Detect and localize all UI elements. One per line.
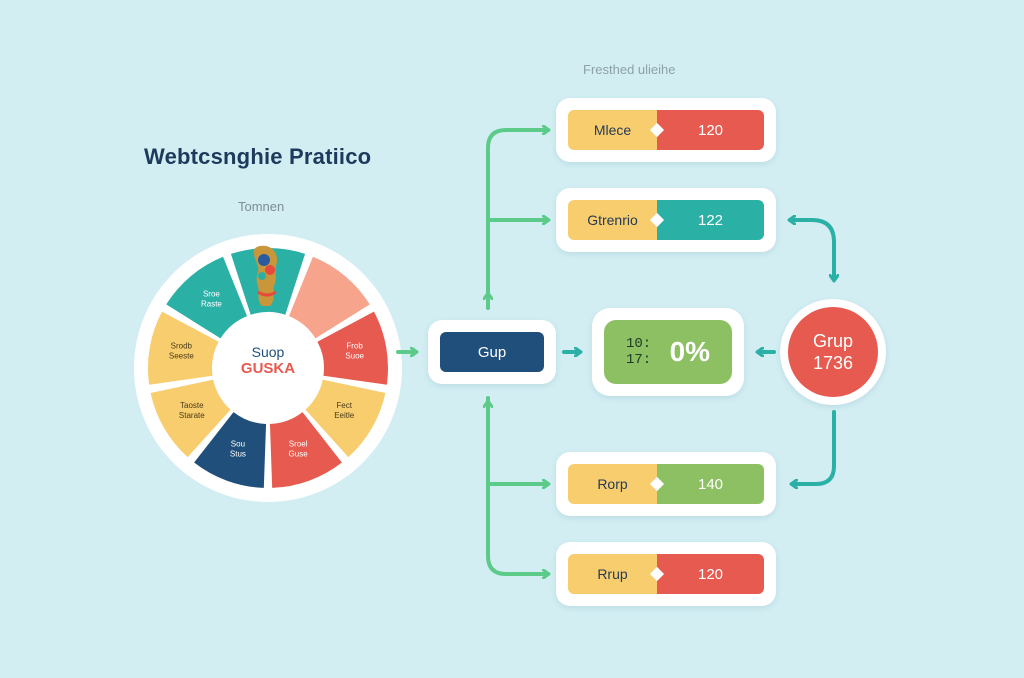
arrow-to-card-4 — [486, 396, 548, 574]
arrow-to-card-1 — [486, 130, 548, 310]
value-card-1[interactable]: Mlece 120 — [556, 98, 776, 162]
group-circle-line1: Grup — [812, 331, 854, 351]
wheel-center-line2: GUSKA — [240, 360, 296, 377]
trophy-logo-icon — [253, 245, 278, 306]
value-card-1-body: Mlece 120 — [568, 110, 764, 150]
value-card-2-value: 122 — [657, 200, 764, 240]
result-node-small-text: 10: 17: — [625, 336, 652, 368]
page-title: Webtcsnghie Pratiico — [144, 144, 372, 169]
group-node-label: Gup — [440, 332, 544, 372]
value-card-2-label: Gtrenrio — [568, 200, 657, 240]
value-card-3-body: Rorp 140 — [568, 464, 764, 504]
group-circle-node[interactable]: Grup 1736 — [780, 299, 886, 405]
wheel-segment[interactable] — [317, 311, 388, 385]
wheel-segment[interactable] — [305, 379, 386, 458]
value-card-4-label: Rrup — [568, 554, 657, 594]
page-subtitle: Tomnen — [238, 199, 285, 214]
result-node-percent: 0% — [669, 336, 711, 367]
value-card-1-value: 120 — [657, 110, 764, 150]
wheel-segment[interactable] — [269, 412, 342, 488]
arrow-card-2-to-circle — [790, 218, 834, 280]
result-node[interactable]: 10: 17: 0% — [592, 308, 744, 396]
value-card-4-body: Rrup 120 — [568, 554, 764, 594]
wheel-segments — [148, 248, 388, 488]
arrow-circle-to-card-3 — [792, 410, 836, 484]
value-card-1-label: Mlece — [568, 110, 657, 150]
group-circle-body: Grup 1736 — [788, 307, 878, 397]
wheel-segment[interactable] — [194, 412, 267, 488]
value-card-2[interactable]: Gtrenrio 122 — [556, 188, 776, 252]
result-node-body: 10: 17: 0% — [604, 320, 732, 384]
wheel-segment[interactable] — [288, 256, 370, 339]
value-card-4[interactable]: Rrup 120 — [556, 542, 776, 606]
group-circle-line2: 1736 — [812, 353, 854, 373]
top-label: Fresthed ulieihe — [583, 62, 676, 77]
wheel-segment[interactable] — [148, 311, 219, 385]
value-card-4-value: 120 — [657, 554, 764, 594]
wheel-center-line1: Suop — [251, 344, 285, 360]
value-card-3[interactable]: Rorp 140 — [556, 452, 776, 516]
value-card-2-body: Gtrenrio 122 — [568, 200, 764, 240]
value-card-3-label: Rorp — [568, 464, 657, 504]
wheel-segment[interactable] — [150, 379, 231, 458]
wheel-center-text: Suop GUSKA — [226, 344, 310, 378]
wheel-segment[interactable] — [166, 256, 248, 339]
group-node[interactable]: Gup — [428, 320, 556, 384]
value-card-3-value: 140 — [657, 464, 764, 504]
wheel-hub — [218, 318, 318, 418]
